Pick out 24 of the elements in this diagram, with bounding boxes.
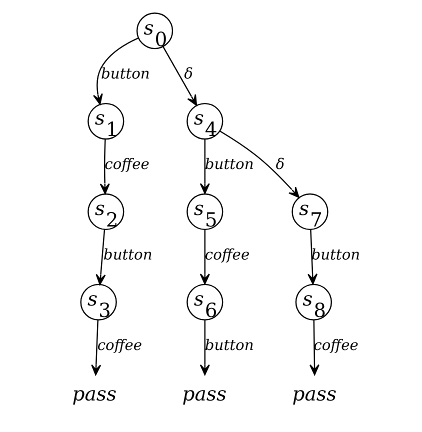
arrow — [200, 230, 210, 284]
arrow — [100, 138, 110, 194]
arrow — [91, 320, 102, 376]
edge-label: coffee — [104, 156, 150, 174]
edge-label: button — [204, 336, 254, 354]
arrow — [200, 320, 210, 376]
edge-label: button — [311, 246, 360, 264]
edge-label: δ — [276, 156, 285, 174]
node-text: pass — [72, 382, 117, 406]
arrow — [309, 320, 320, 376]
arrow — [93, 38, 139, 105]
arrow — [200, 139, 210, 194]
edge-label: button — [101, 66, 150, 83]
arrow — [96, 229, 106, 286]
edge-label: δ — [184, 66, 193, 83]
edge-label: coffee — [204, 246, 250, 264]
arrow — [162, 46, 198, 106]
arrow — [308, 229, 318, 284]
edge-label: coffee — [97, 336, 142, 354]
node-text: pass — [292, 382, 337, 406]
edge-label: button — [204, 156, 254, 174]
arrow — [220, 130, 300, 198]
node-text: pass — [182, 382, 227, 406]
edge-label: button — [103, 246, 152, 264]
